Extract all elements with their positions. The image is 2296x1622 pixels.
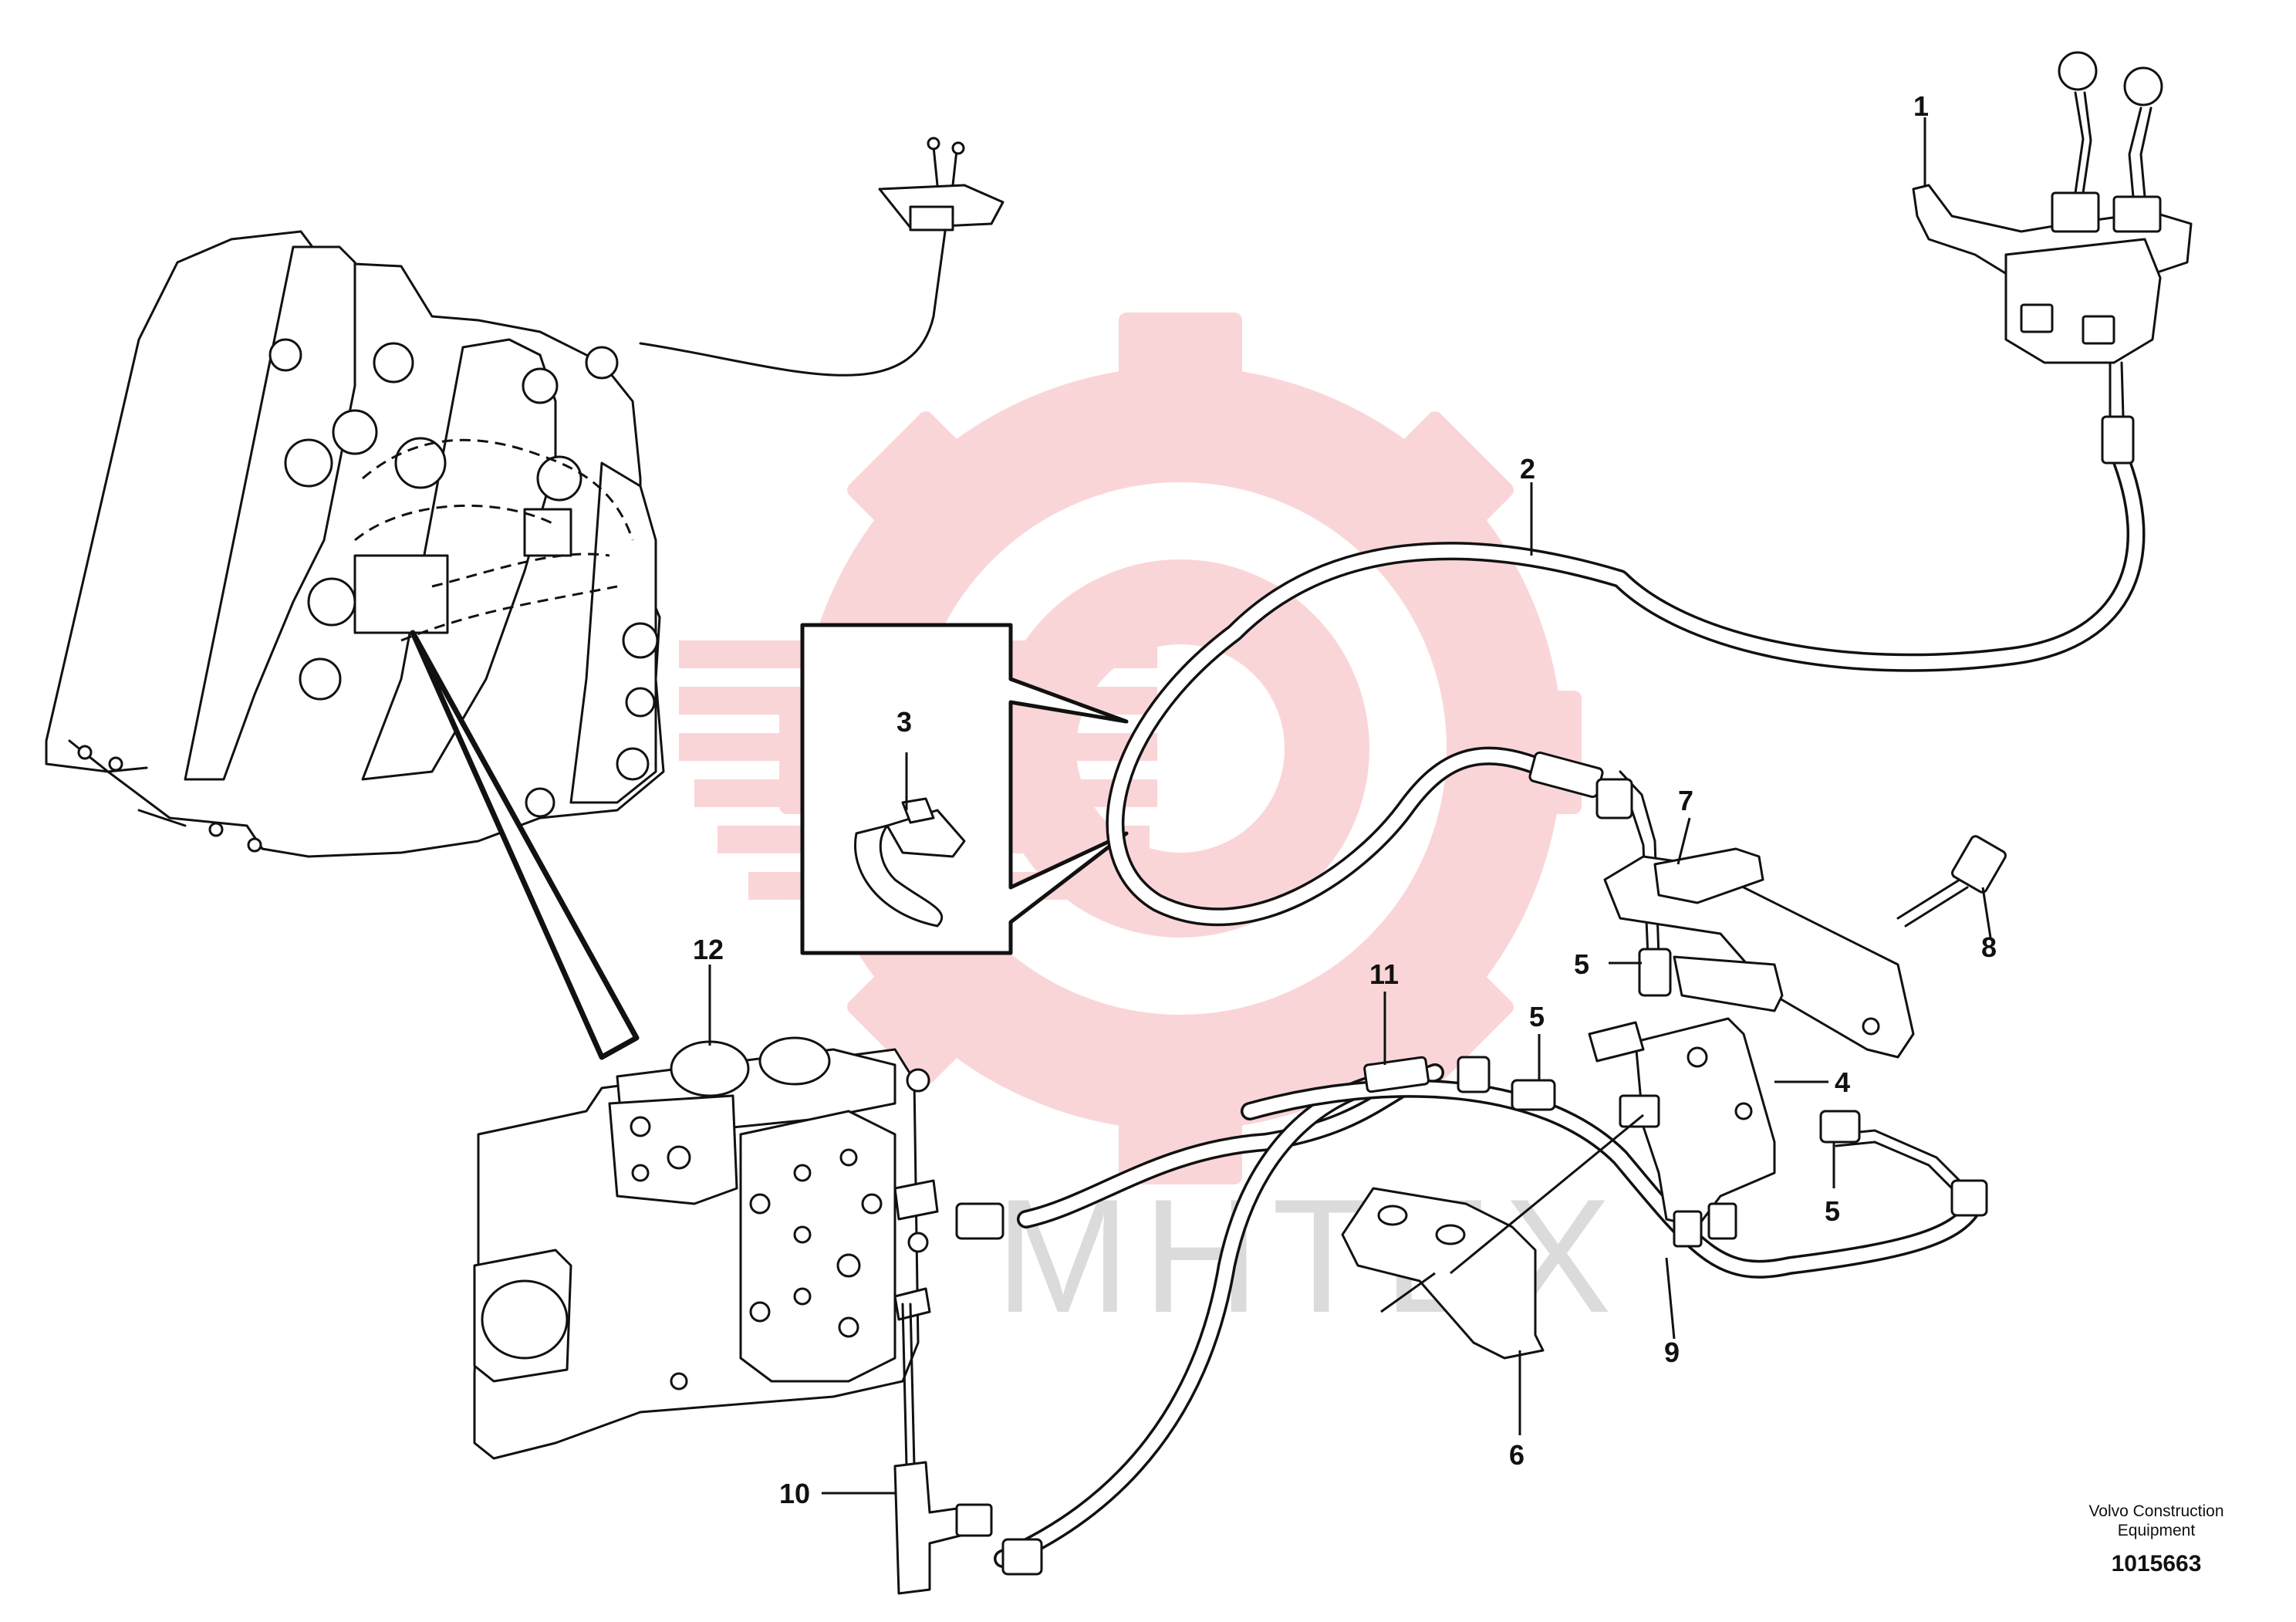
footer: Volvo Construction Equipment 1015663 xyxy=(2088,1502,2223,1576)
callout-5-c: 5 xyxy=(1825,1195,1840,1227)
hose-lower xyxy=(994,1071,1398,1568)
adapter-fittings xyxy=(1511,948,1861,1144)
callout-3: 3 xyxy=(896,706,912,738)
footer-company-line2: Equipment xyxy=(2118,1522,2196,1539)
callout-10: 10 xyxy=(779,1478,810,1509)
callout-9: 9 xyxy=(1664,1336,1680,1368)
hose-2 xyxy=(1106,442,2146,927)
callout-6: 6 xyxy=(1509,1439,1524,1471)
callout-11: 11 xyxy=(1369,958,1399,990)
bracket-7 xyxy=(1603,847,1915,1059)
small-joystick xyxy=(878,137,1004,231)
control-valve xyxy=(473,1036,939,1460)
hose-fittings xyxy=(955,415,2135,1576)
servo-joystick xyxy=(1912,51,2193,418)
bolt-8 xyxy=(1896,835,2007,928)
callout-2: 2 xyxy=(1520,453,1535,485)
valve-block-4 xyxy=(1588,1017,1776,1248)
callout-1: 1 xyxy=(1913,90,1929,122)
bracket-6 xyxy=(1341,1187,1545,1360)
callout-8: 8 xyxy=(1981,931,1997,963)
callout-12: 12 xyxy=(693,934,724,965)
callout-4: 4 xyxy=(1835,1066,1850,1098)
footer-company: Volvo Construction xyxy=(2088,1502,2223,1520)
callout-5-a: 5 xyxy=(1574,948,1589,980)
pilot-cable-top xyxy=(639,230,947,377)
loader-frame xyxy=(45,230,665,858)
leader-lines xyxy=(708,117,1992,1495)
drawing-number: 1015663 xyxy=(2112,1551,2202,1576)
callout-5-b: 5 xyxy=(1529,1001,1545,1032)
tee-fitting xyxy=(893,1303,993,1595)
zoom-wedge xyxy=(410,630,640,1060)
hose-clip xyxy=(854,797,966,928)
callout-7: 7 xyxy=(1678,785,1693,816)
detail-box xyxy=(800,623,1129,955)
callouts: 1 2 3 4 5 5 5 6 7 8 9 10 11 12 xyxy=(693,90,1997,1509)
